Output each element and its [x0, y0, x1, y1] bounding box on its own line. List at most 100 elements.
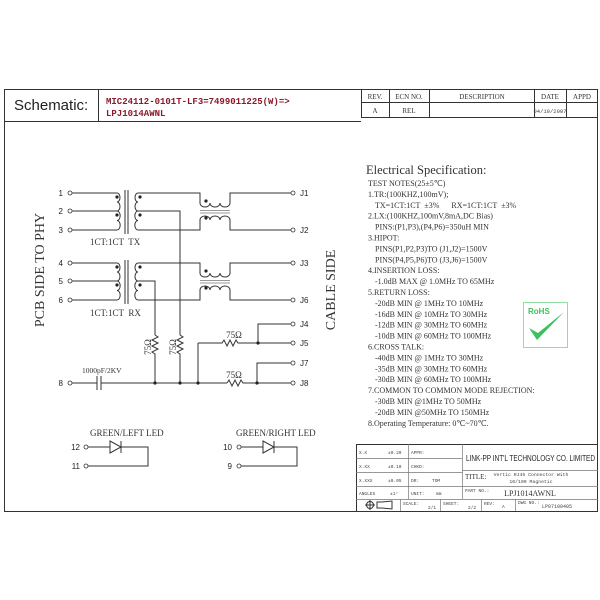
rev-value-block: A [502, 504, 505, 510]
pin-2-label: 2 [59, 207, 64, 216]
left-led-label: GREEN/LEFT LED [90, 428, 164, 438]
spec-line: 6.CROSS TALK: [368, 343, 424, 352]
junction-dots [153, 341, 260, 385]
pin-6-label: 6 [59, 296, 64, 305]
rx-ratio-label: 1CT:1CT RX [90, 308, 141, 318]
spec-line: -10dB MIN @ 60MHz TO 100MHz [375, 332, 492, 341]
spec-line: 4.INSERTION LOSS: [368, 266, 440, 275]
pin-j7-label: J7 [300, 359, 309, 368]
rx-polarity-dots [115, 265, 208, 290]
pin-5-label: 5 [59, 277, 64, 286]
spec-line: -30dB MIN @1MHz TO 50MHz [375, 397, 482, 406]
tol-label-3: X.XXX [359, 478, 373, 484]
spec-line: PINS(P4,P5,P6)TO (J3,J6)=1500V [375, 255, 488, 264]
revision-table: REV. ECN NO. DESCRIPTION DATE APPD A REL… [361, 89, 598, 118]
resistor-label-tx: 75Ω [168, 339, 178, 355]
sheet-label: SHEET: [443, 501, 459, 507]
date-header: DATE [541, 93, 559, 101]
pin-10-label: 10 [223, 443, 232, 452]
part-no-label: PART NO.: [465, 488, 489, 494]
rev-value: A [372, 107, 377, 115]
resistor-label-j78: 75Ω [226, 370, 242, 380]
right-led-label: GREEN/RIGHT LED [236, 428, 316, 438]
right-pins: J1 J2 J3 J6 J4 J5 J7 J8 [290, 189, 309, 388]
capacitor-label: 1000pF/2KV [82, 366, 122, 375]
pin-1-label: 1 [59, 189, 64, 198]
resistor-label-j45: 75Ω [226, 330, 242, 340]
drawing-frame [4, 89, 598, 512]
title-label: TITLE: [465, 473, 486, 481]
scale-value: 2/1 [428, 505, 436, 511]
left-led: GREEN/LEFT LED 12 11 [71, 428, 164, 471]
pin-11-label: 11 [72, 462, 81, 471]
pin-12-label: 12 [71, 443, 80, 452]
pcb-side-label: PCB SIDE TO PHY [33, 213, 48, 327]
pin-3-label: 3 [59, 226, 64, 235]
tol-value-4: ±1° [390, 491, 398, 497]
pin-8-label: 8 [59, 379, 64, 388]
pin-j3-label: J3 [300, 259, 309, 268]
ecn-value: REL [402, 107, 415, 115]
spec-line: 7.COMMON TO COMMON MODE REJECTION: [368, 386, 535, 395]
title-line-2: 10/100 Magnetic [509, 479, 552, 485]
title-line-1: Vertic RJ45 Connector With [494, 472, 569, 478]
spec-line: TX=1CT:1CT ±3% RX=1CT:1CT ±3% [375, 201, 516, 210]
tol-value-1: ±0.20 [388, 450, 402, 456]
spec-line: -20dB MIN @ 1MHz TO 10MHz [375, 299, 484, 308]
spec-line: -40dB MIN @ 1MHz TO 30MHz [375, 353, 484, 362]
rx-transformer [72, 260, 291, 335]
tol-value-2: ±0.10 [388, 464, 402, 470]
unit-label: UNIT: [411, 491, 425, 497]
spec-line: 8.Operating Temperature: 0℃~70℃. [368, 419, 489, 428]
part-number-line-2: LPJ1014AWNL [106, 109, 165, 119]
resistor-label-rx: 75Ω [143, 339, 153, 355]
rohs-label: RoHS [528, 307, 550, 316]
checkmark-icon [529, 312, 564, 340]
spec-line: 1.TR:(100KHZ,100mV); [368, 190, 448, 199]
ecn-header: ECN NO. [395, 93, 423, 101]
pin-j1-label: J1 [300, 189, 309, 198]
left-pins: 1 2 3 4 5 6 8 [59, 189, 73, 388]
rohs-badge: RoHS [523, 302, 568, 348]
scale-label: SCALE: [403, 501, 419, 507]
dwg-no-value: LP07100405 [542, 504, 572, 510]
title-block: X.X ±0.20 X.XX ±0.10 X.XXX ±0.05 ANGLES … [356, 444, 598, 512]
spec-line: -1.0dB MAX @ 1.0MHz TO 65MHz [375, 277, 495, 286]
projection-symbol-icon [365, 500, 393, 510]
pin-j5-label: J5 [300, 339, 309, 348]
right-led: GREEN/RIGHT LED 10 9 [223, 428, 316, 471]
pin-j6-label: J6 [300, 296, 309, 305]
company-name: LINK-PP INT'L TECHNOLOGY CO. LIMITED [466, 453, 595, 463]
pin-9-label: 9 [228, 462, 233, 471]
dr-value: TOM [432, 478, 440, 484]
dwg-no-label: DWG NO.: [518, 500, 540, 506]
spec-title: Electrical Specification: [366, 163, 486, 177]
pin-j8-label: J8 [300, 379, 309, 388]
appd-header: APPD [573, 93, 591, 101]
spec-line: PINS(P1,P2,P3)TO (J1,J2)=1500V [375, 244, 488, 253]
date-value: 04/10/2007 [533, 108, 566, 115]
spec-list: TEST NOTES(25±5℃)1.TR:(100KHZ,100mV);TX=… [368, 179, 535, 428]
termination-network [72, 323, 291, 390]
chkd-label: CHKD: [411, 464, 425, 470]
spec-line: -30dB MIN @ 60MHz TO 100MHz [375, 375, 492, 384]
pin-j2-label: J2 [300, 226, 309, 235]
spec-line: -12dB MIN @ 30MHz TO 60MHz [375, 321, 488, 330]
tx-ratio-label: 1CT:1CT TX [90, 237, 141, 247]
sheet-value: 2/2 [468, 505, 476, 511]
dr-label: DR: [411, 478, 419, 484]
tol-value-3: ±0.05 [388, 478, 402, 484]
tol-label-4: ANGLES [359, 491, 376, 497]
rev-header: REV. [368, 93, 383, 101]
spec-line: PINS:(P1,P3),(P4,P6)=350uH MIN [375, 223, 489, 232]
cable-side-label: CABLE SIDE [324, 250, 339, 331]
part-number-line-1: MIC24112-0101T-LF3=7499011225(W)=> [106, 97, 290, 107]
tx-polarity-dots [115, 195, 208, 220]
schematic-label: Schematic: [14, 97, 88, 114]
spec-line: 2.LX:(100KHZ,100mV,8mA,DC Bias) [368, 212, 493, 221]
tx-transformer [72, 190, 291, 335]
appr-label: APPR: [411, 450, 425, 456]
pin-j4-label: J4 [300, 320, 309, 329]
spec-line: -20dB MIN @50MHz TO 150MHz [375, 408, 490, 417]
